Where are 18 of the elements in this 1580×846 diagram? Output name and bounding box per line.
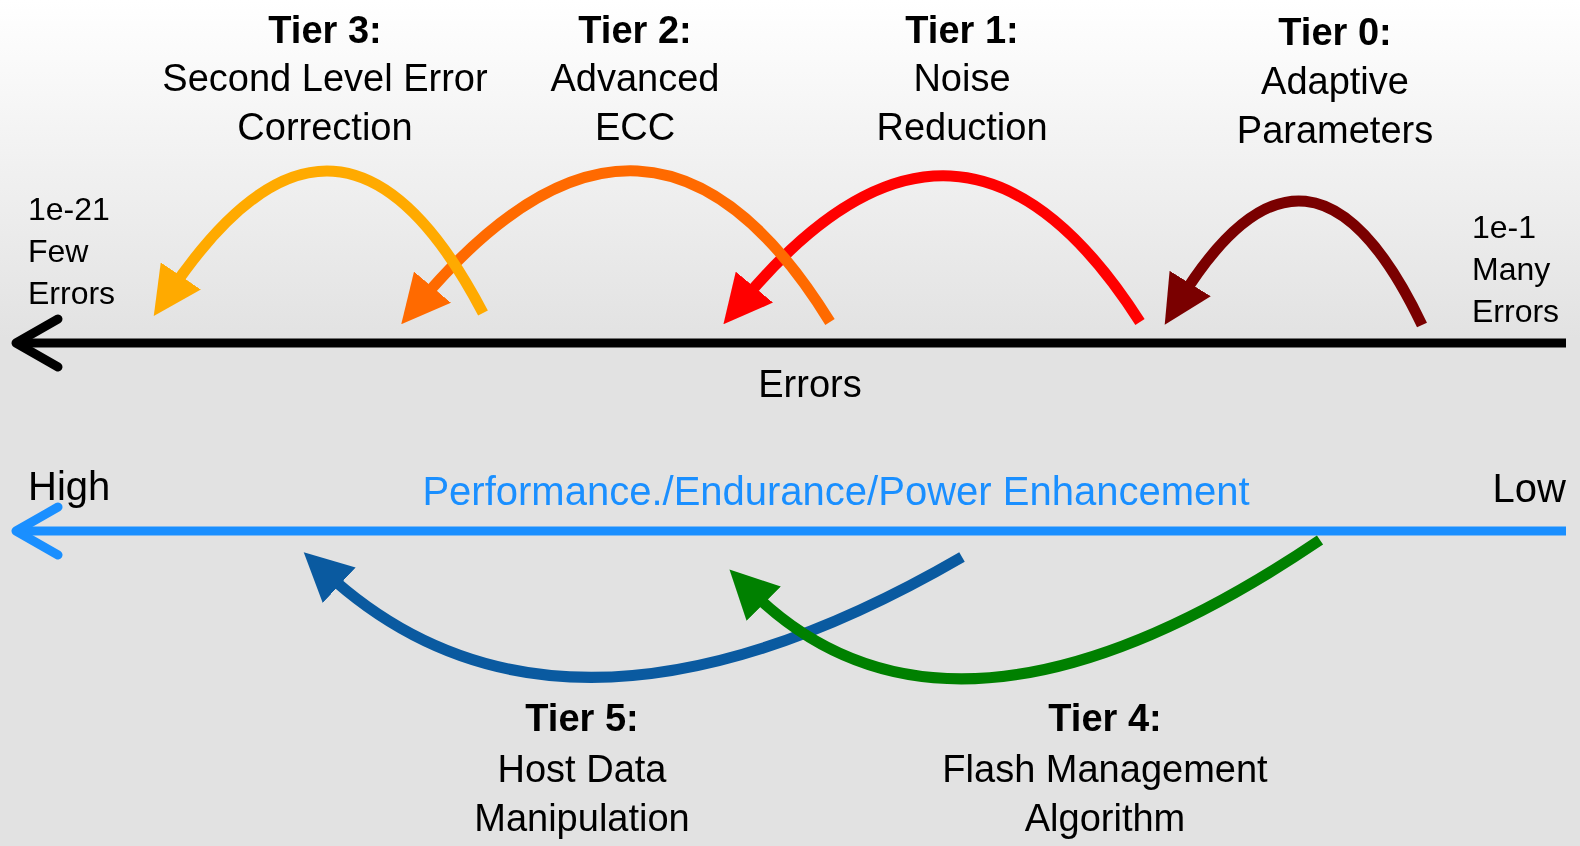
tier-name: Flash Management Algorithm bbox=[941, 747, 1269, 841]
tier-heading: Tier 1: bbox=[904, 8, 1020, 53]
axis-end-label: Low bbox=[1491, 465, 1566, 512]
tier-name: Second Level Error Correction bbox=[161, 56, 489, 150]
tier-name: Noise Reduction bbox=[875, 56, 1049, 150]
tier-name: Adaptive Parameters bbox=[1235, 59, 1435, 153]
tier-heading: Tier 0: bbox=[1277, 10, 1393, 55]
scale-label: 1e-21 Few Errors bbox=[28, 190, 117, 313]
axis-end-label: High bbox=[28, 463, 112, 510]
tier-heading: Tier 3: bbox=[267, 8, 383, 53]
tier-name: Advanced ECC bbox=[549, 56, 721, 150]
tier-name: Host Data Manipulation bbox=[473, 747, 691, 841]
tier-heading: Tier 2: bbox=[577, 8, 693, 53]
tier-heading: Tier 4: bbox=[1047, 696, 1163, 741]
scale-label: 1e-1 Many Errors bbox=[1472, 208, 1561, 331]
tier-heading: Tier 5: bbox=[524, 696, 640, 741]
axis-label: Errors bbox=[757, 362, 863, 407]
axis-label: Performance./Endurance/Power Enhancement bbox=[421, 468, 1251, 515]
